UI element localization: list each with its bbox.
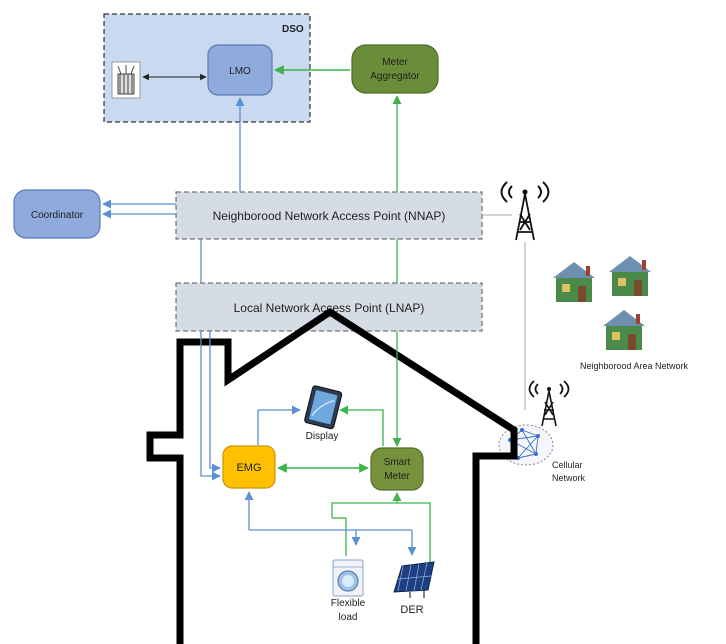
nnap-to-emg-arrow xyxy=(200,331,221,481)
home-outline xyxy=(146,307,518,644)
meter-loads-bus xyxy=(331,502,431,582)
cell-tower-icon xyxy=(528,380,570,427)
house-icon xyxy=(553,262,595,302)
flexible-load-line1: Flexible xyxy=(331,598,366,609)
cell-tower-icon xyxy=(500,181,550,241)
coordinator-label: Coordinator xyxy=(31,210,84,221)
house-icon xyxy=(609,256,651,296)
emg-node[interactable]: EMG xyxy=(222,445,276,489)
dso-label: DSO xyxy=(282,24,304,35)
smart-meter-line2: Meter xyxy=(384,471,410,482)
der-label: DER xyxy=(400,604,423,616)
flexible-load-line2: load xyxy=(339,612,358,623)
solar-panel-icon xyxy=(393,561,435,598)
emg-to-display-arrow xyxy=(257,405,301,445)
emg-label: EMG xyxy=(236,462,261,474)
meter-aggregator-node[interactable]: Meter Aggregator xyxy=(351,44,439,94)
house-icon xyxy=(603,310,645,350)
smart-meter-node[interactable]: Smart Meter xyxy=(370,447,424,491)
nnap-label: Neighborood Network Access Point (NNAP) xyxy=(213,209,446,223)
lmo-label: LMO xyxy=(229,66,251,77)
cellular-line2: Network xyxy=(552,473,586,483)
lnap-box[interactable]: Local Network Access Point (LNAP) xyxy=(175,282,483,332)
nnap-box[interactable]: Neighborood Network Access Point (NNAP) xyxy=(175,191,483,240)
transformer-icon xyxy=(111,61,141,99)
neighborhood-label: Neighborood Area Network xyxy=(580,361,689,371)
washing-machine-icon xyxy=(332,559,364,597)
display-label: Display xyxy=(306,431,339,442)
meter-to-display-arrow xyxy=(339,405,384,446)
cellular-line1: Cellular xyxy=(552,460,583,470)
lnap-to-emg-arrow xyxy=(209,331,221,473)
meter-aggregator-line1: Meter xyxy=(382,57,408,68)
lmo-node[interactable]: LMO xyxy=(207,44,273,96)
meter-aggregator-line2: Aggregator xyxy=(370,71,420,82)
lnap-label: Local Network Access Point (LNAP) xyxy=(234,301,425,315)
tablet-display-icon xyxy=(304,385,343,430)
coordinator-node[interactable]: Coordinator xyxy=(13,189,101,239)
smart-meter-line1: Smart xyxy=(384,457,411,468)
